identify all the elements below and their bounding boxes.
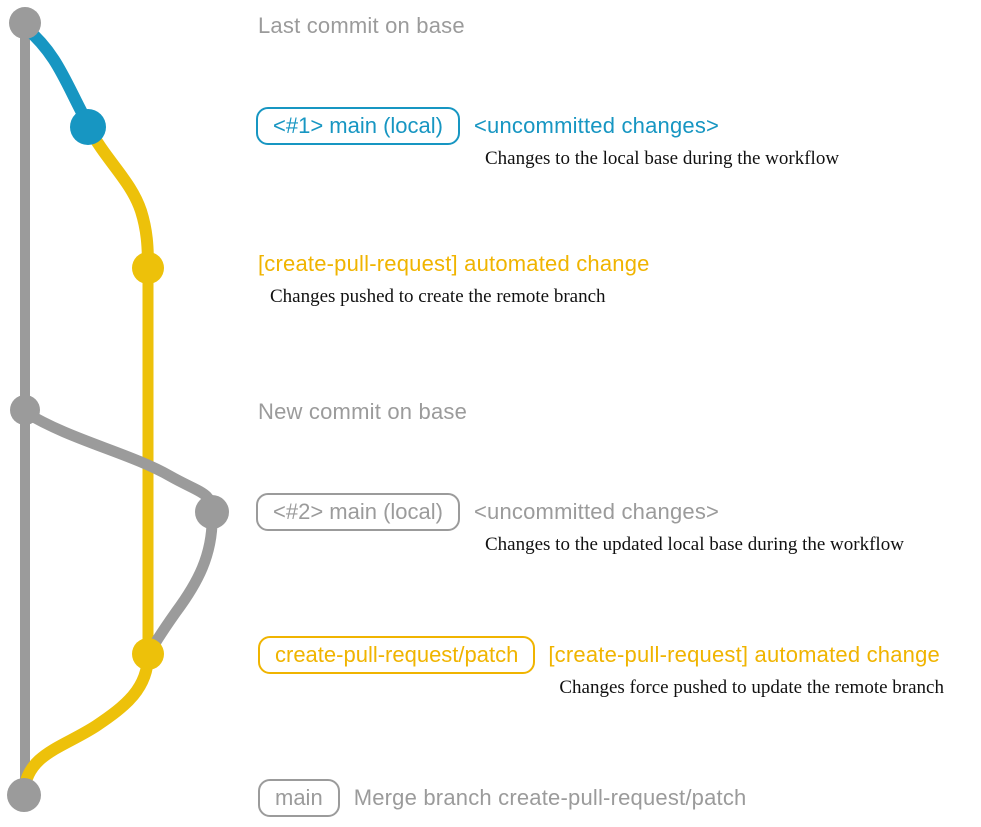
commit-message-automated-1: [create-pull-request] automated change (258, 251, 650, 276)
row-local-1: <#1> main (local) <uncommitted changes> … (256, 107, 839, 170)
commit-description-4: Changes force pushed to update the remot… (559, 677, 944, 698)
branch-badge-patch: create-pull-request/patch (258, 636, 536, 674)
commit-dot-automated-2 (132, 638, 164, 670)
branch-badge-main-local-2: <#2> main (local) (256, 493, 460, 531)
local-branch-curve (20, 22, 94, 130)
commit-dot-local-1 (70, 109, 106, 145)
commit-dot-merge (7, 778, 41, 812)
commit-dot-automated-1 (132, 252, 164, 284)
rebase-in-curve (144, 506, 218, 658)
branch-badge-main-local-1: <#1> main (local) (256, 107, 460, 145)
commit-dot-last-base (9, 7, 41, 39)
commit-description-2: Changes pushed to create the remote bran… (270, 286, 606, 307)
git-graph (7, 7, 229, 812)
row-local-2: <#2> main (local) <uncommitted changes> … (256, 493, 904, 556)
commit-message-uncommitted-1: <uncommitted changes> (473, 113, 720, 138)
push-branch-curve (82, 121, 154, 274)
commit-description-3: Changes to the updated local base during… (484, 534, 904, 555)
commit-message-merge: Merge branch create-pull-request/patch (353, 785, 747, 810)
new-commit-label: New commit on base (258, 399, 468, 424)
commit-dot-new-base (10, 395, 40, 425)
row-automated-1: [create-pull-request] automated change C… (258, 245, 650, 308)
branch-badge-main: main (258, 779, 340, 817)
commit-description-1: Changes to the local base during the wor… (484, 148, 840, 169)
commit-dot-local-2 (195, 495, 229, 529)
row-automated-2: create-pull-request/patch [create-pull-r… (258, 636, 944, 699)
merge-curve (18, 649, 154, 798)
rebase-out-curve (19, 406, 218, 518)
commit-message-automated-2: [create-pull-request] automated change (548, 642, 940, 667)
commit-message-uncommitted-2: <uncommitted changes> (473, 499, 720, 524)
row-merge: main Merge branch create-pull-request/pa… (258, 779, 747, 817)
last-commit-label: Last commit on base (258, 13, 465, 38)
